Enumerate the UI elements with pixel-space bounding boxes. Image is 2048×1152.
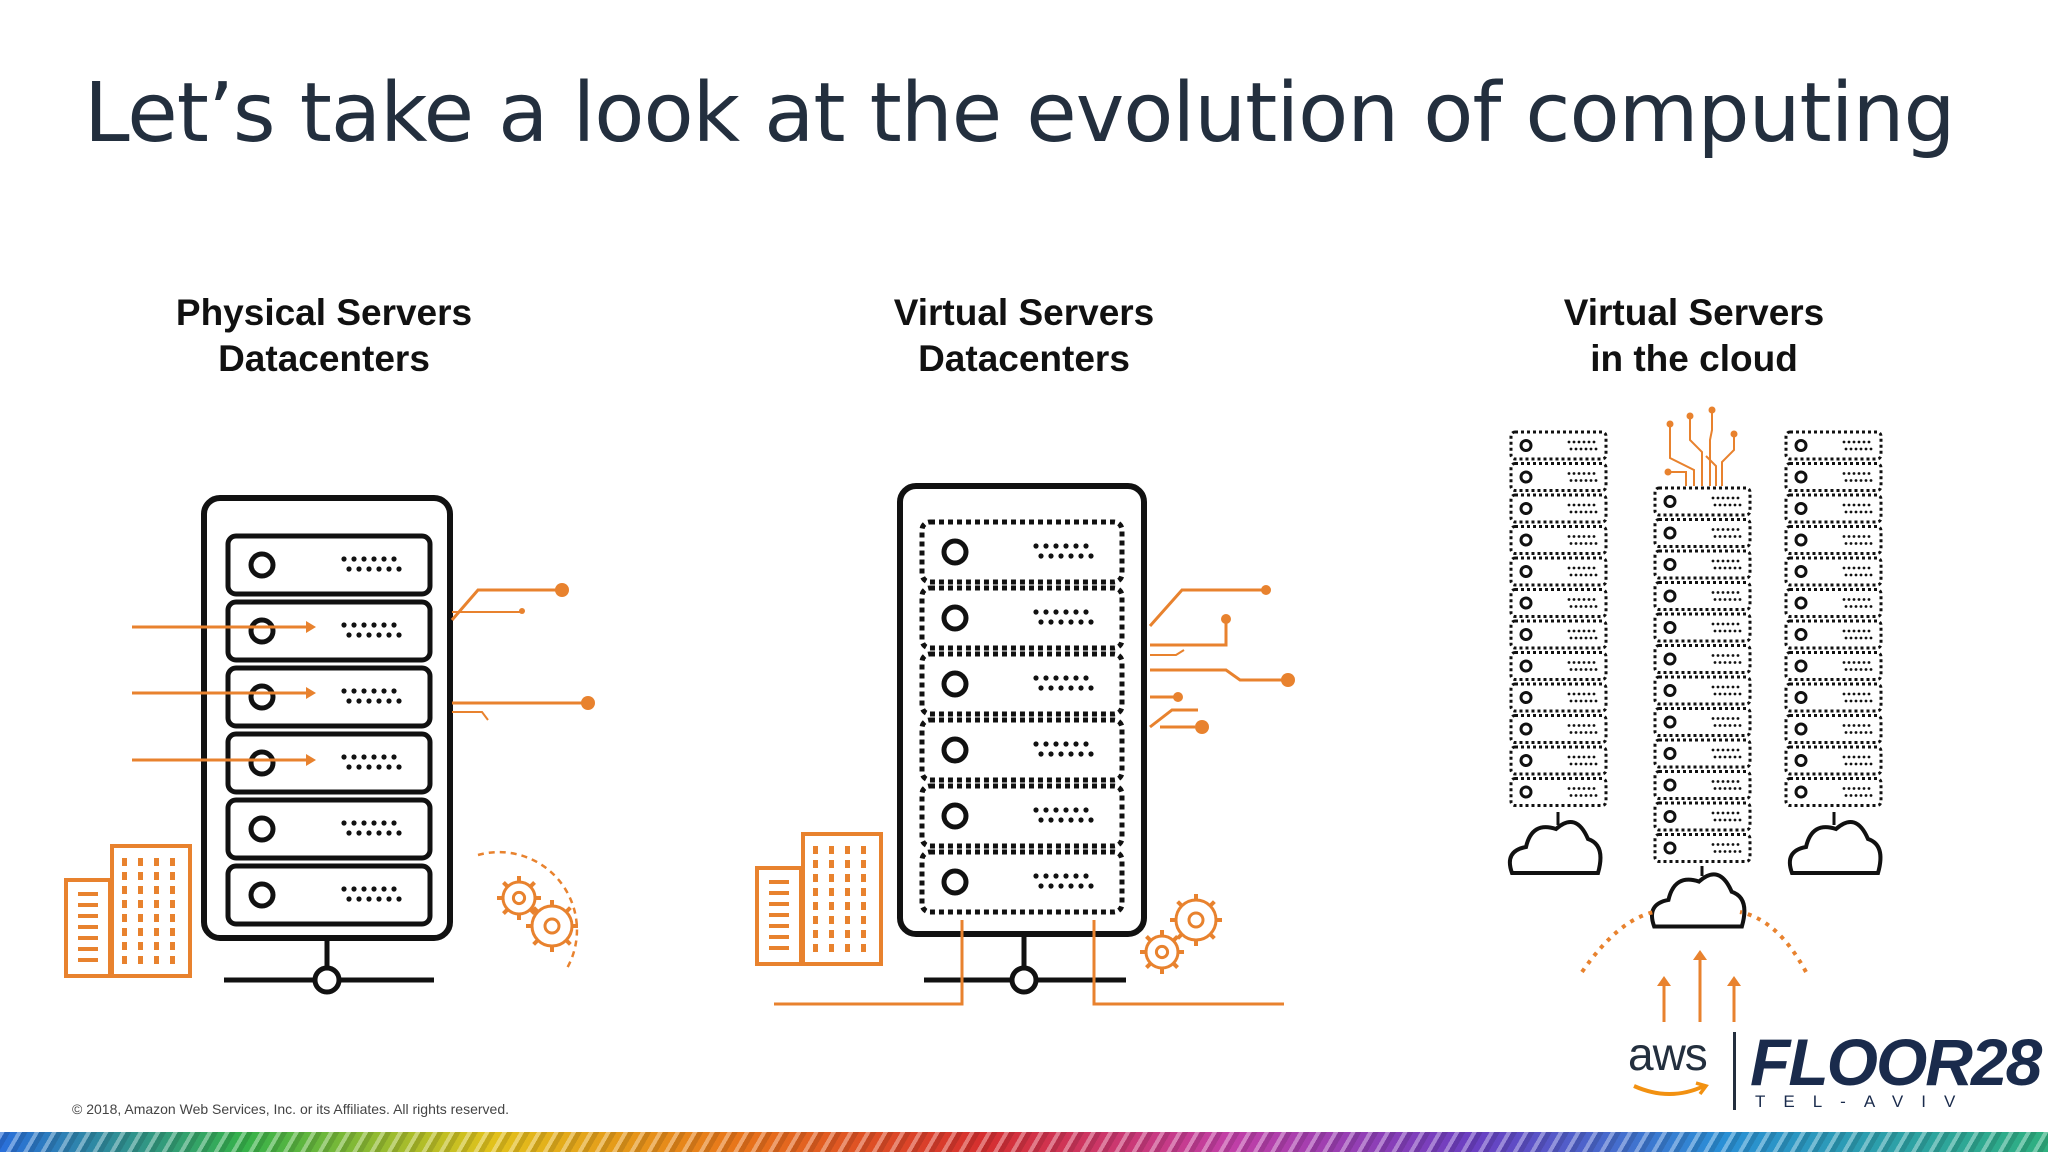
- server-unit: [225, 599, 433, 663]
- aws-smile-icon: [1633, 1081, 1709, 1096]
- heading-line: in the cloud: [1590, 338, 1798, 379]
- cloud-servers-icon: [1507, 406, 1883, 1022]
- circuit-line: [1709, 412, 1713, 486]
- server-unit: [225, 863, 433, 927]
- virtual-server-rack-icon: [755, 483, 1295, 1006]
- dotted-arc: [1739, 910, 1808, 973]
- virtual-server-unit: [919, 585, 1125, 651]
- building-icon: [64, 844, 192, 978]
- cloud-servers-heading: Virtual Servers in the cloud: [1444, 290, 1944, 382]
- cloud-icon: [1787, 819, 1883, 875]
- heading-line: Datacenters: [918, 338, 1130, 379]
- physical-servers-heading: Physical Servers Datacenters: [74, 290, 574, 382]
- virtual-servers-heading: Virtual Servers Datacenters: [774, 290, 1274, 382]
- virtual-server-stack: [1653, 486, 1752, 863]
- virtual-server-stack: [1784, 430, 1883, 807]
- cloud-icon: [1507, 819, 1603, 875]
- slide-title: Let’s take a look at the evolution of co…: [84, 66, 1956, 161]
- virtual-server-stack: [1509, 430, 1608, 807]
- server-unit: [225, 665, 433, 729]
- heading-line: Physical Servers: [175, 292, 473, 333]
- gear-icon: [526, 900, 578, 952]
- virtual-server-unit: [919, 783, 1125, 849]
- gear-icon: [1140, 930, 1184, 974]
- virtual-server-unit: [919, 519, 1125, 585]
- virtual-server-unit: [919, 849, 1125, 915]
- server-unit: [225, 533, 433, 597]
- circuit-line: [1670, 471, 1687, 486]
- cloud-icon: [1649, 872, 1747, 929]
- logo-divider: [1733, 1032, 1736, 1110]
- floor28-city: TEL-AVIV: [1755, 1092, 1974, 1111]
- gear-icon: [497, 876, 541, 920]
- circuit-line: [1689, 418, 1703, 486]
- server-unit: [225, 797, 433, 861]
- floor28-logo: FLOOR28: [1750, 1024, 2042, 1100]
- rainbow-footer-band: [0, 1132, 2048, 1152]
- aws-logo: aws: [1628, 1028, 1708, 1080]
- building-icon: [755, 832, 883, 966]
- virtual-server-unit: [919, 717, 1125, 783]
- heading-line: Datacenters: [218, 338, 430, 379]
- heading-line: Virtual Servers: [893, 292, 1155, 333]
- circuit-line: [1705, 455, 1717, 486]
- heading-line: Virtual Servers: [1563, 292, 1825, 333]
- gear-icon: [1170, 894, 1222, 946]
- circuit-line: [1721, 436, 1735, 486]
- dotted-arc: [1580, 910, 1655, 974]
- server-unit: [225, 731, 433, 795]
- circuit-line: [1669, 426, 1695, 486]
- physical-server-rack-icon: [64, 495, 595, 995]
- floor28-wordmark: FLOOR28: [1750, 1025, 2042, 1099]
- copyright-notice: © 2018, Amazon Web Services, Inc. or its…: [72, 1101, 509, 1117]
- virtual-server-unit: [919, 651, 1125, 717]
